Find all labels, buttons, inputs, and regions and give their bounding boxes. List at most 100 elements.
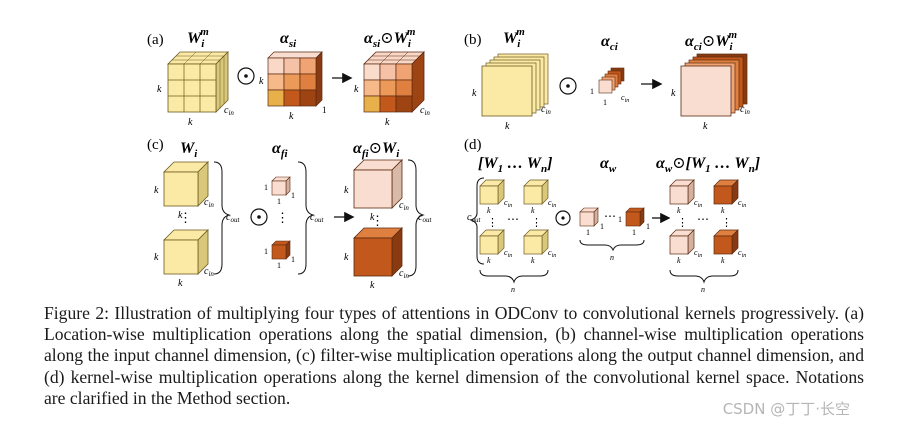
panel-c-brace-alpha bbox=[297, 161, 315, 275]
panel-d-alpha-first-one-bottom: 1 bbox=[586, 228, 590, 237]
panel-d-vdots-w-left: ⋮ bbox=[487, 217, 498, 229]
panel-b-dim-k-bottom: k bbox=[505, 121, 510, 132]
panel-c-tag: (c) bbox=[147, 137, 164, 153]
panel-a-result-label: αsi⊙Wim bbox=[364, 26, 416, 50]
panel-c-result-label: αfi⊙Wi bbox=[353, 140, 400, 160]
panel-b-result-label: αci⊙Wim bbox=[685, 29, 738, 53]
panel-b-result-dim-cin: cin bbox=[740, 104, 750, 116]
panel-c-alpha-bottom-dim-one-bottom: 1 bbox=[277, 261, 281, 270]
panel-c-dim-k-bottom-bottom: k bbox=[178, 278, 183, 289]
panel-a-w-label: Wim bbox=[187, 26, 209, 50]
panel-d-alpha-label: αw bbox=[600, 155, 617, 175]
panel-d-result-k-2: k bbox=[721, 206, 725, 215]
panel-c-dim-k-top-left: k bbox=[154, 185, 159, 196]
panel-c-result-cube-bottom bbox=[353, 227, 403, 277]
panel-a-kernel-cube bbox=[167, 51, 229, 113]
panel-d-n-result: n bbox=[701, 285, 705, 294]
panel-d-cin-1: cin bbox=[504, 198, 512, 209]
panel-d-hdots-alpha: ⋯ bbox=[604, 209, 616, 223]
panel-d-result-k-4: k bbox=[721, 256, 725, 265]
panel-d-result-cube-2 bbox=[713, 179, 739, 205]
panel-b-alpha-dim-one-bottom: 1 bbox=[603, 98, 607, 107]
panel-b-w-label: Wim bbox=[503, 26, 525, 50]
panel-d-brace-n-w bbox=[479, 269, 549, 284]
panel-d-kernel-cube-4 bbox=[523, 229, 549, 255]
panel-d-result-cin-4: cin bbox=[738, 248, 746, 259]
panel-c-brace-result bbox=[407, 159, 425, 277]
panel-d-k-3: k bbox=[487, 256, 491, 265]
panel-c-kernel-cube-top bbox=[163, 161, 209, 207]
panel-c-w-label: Wi bbox=[180, 140, 198, 160]
panel-a-alpha-slab bbox=[267, 51, 323, 107]
panel-a-alpha-dim-k-left: k bbox=[259, 76, 264, 87]
panel-d-kernel-cube-3 bbox=[479, 229, 505, 255]
figure-caption: Figure 2: Illustration of multiplying fo… bbox=[44, 303, 864, 408]
panel-d-result-cube-4 bbox=[713, 229, 739, 255]
panel-d-result-cube-1 bbox=[669, 179, 695, 205]
panel-c-kernel-cube-bottom bbox=[163, 229, 209, 275]
panel-a-tag: (a) bbox=[147, 32, 164, 48]
panel-b-alpha-dim-one-left: 1 bbox=[590, 87, 594, 96]
panel-c-alpha-bottom-dim-one-left: 1 bbox=[264, 247, 268, 256]
panel-c-alpha-bottom bbox=[271, 240, 291, 260]
panel-a: (a) Wim k k cin αsi bbox=[147, 26, 430, 128]
panel-d-tag: (d) bbox=[464, 137, 482, 153]
panel-d-vdots-w-right: ⋮ bbox=[531, 217, 542, 229]
panel-d-result-cin-2: cin bbox=[738, 198, 746, 209]
panel-c-dim-cout-w: cout bbox=[226, 212, 240, 224]
panel-c-dim-cout-alpha: cout bbox=[310, 212, 324, 224]
panel-d-result-cin-3: cin bbox=[694, 248, 702, 259]
panel-d-kernel-cube-1 bbox=[479, 179, 505, 205]
figure-2-illustration: (a) Wim k k cin αsi bbox=[147, 26, 760, 294]
panel-a-result-dim-cin: cin bbox=[420, 105, 430, 117]
panel-c-alpha-top-dim-one-right: 1 bbox=[291, 191, 295, 200]
panel-c-vdots-alpha: ⋮ bbox=[276, 210, 289, 225]
panel-c-result-dim-k-bottom-bottom: k bbox=[370, 280, 375, 291]
panel-d-alpha-last bbox=[625, 207, 645, 227]
panel-d-n-alpha: n bbox=[610, 253, 614, 262]
panel-b-kernel-stack bbox=[481, 53, 549, 117]
panel-c-alpha-bottom-dim-one-right: 1 bbox=[291, 255, 295, 264]
panel-a-result-cube bbox=[363, 51, 425, 113]
panel-d-alpha-first-one-right: 1 bbox=[600, 222, 604, 231]
panel-b-alpha-label: αci bbox=[601, 33, 619, 53]
panel-d-brace-left bbox=[469, 177, 485, 265]
panel-c-dim-k-bottom-left: k bbox=[154, 252, 159, 263]
watermark: CSDN @丁丁·长空 bbox=[722, 400, 850, 418]
panel-c-alpha-top bbox=[271, 176, 291, 196]
panel-b-result-dim-k-bottom: k bbox=[703, 121, 708, 132]
panel-c-result-dim-k-top-left: k bbox=[344, 185, 349, 196]
panel-c-dim-cin-top: cin bbox=[204, 197, 214, 209]
panel-c-dim-k-top-bottom: k bbox=[178, 210, 183, 221]
panel-c-dim-cout-result: cout bbox=[418, 212, 432, 224]
panel-a-dim-k-left: k bbox=[157, 84, 162, 95]
panel-b-tag: (b) bbox=[464, 32, 482, 48]
panel-a-dim-k-bottom: k bbox=[188, 117, 193, 128]
panel-a-alpha-dim-one: 1 bbox=[322, 105, 327, 115]
panel-d-result-k-3: k bbox=[677, 256, 681, 265]
panel-c-brace-w bbox=[213, 161, 231, 275]
panel-b-dim-k-left: k bbox=[472, 88, 477, 99]
panel-d-alpha-last-one-right: 1 bbox=[646, 222, 650, 231]
panel-a-dim-cin: cin bbox=[224, 105, 234, 117]
panel-b-result-dim-k-left: k bbox=[671, 88, 676, 99]
panel-d-kernel-cube-2 bbox=[523, 179, 549, 205]
panel-d-k-4: k bbox=[531, 256, 535, 265]
panel-a-result-dim-k-bottom: k bbox=[385, 117, 390, 128]
panel-d-cin-2: cin bbox=[548, 198, 556, 209]
panel-d-cin-4: cin bbox=[548, 248, 556, 259]
panel-d-dim-cout: cout bbox=[467, 212, 481, 224]
panel-d-w-label: [W1 … Wn] bbox=[478, 155, 552, 175]
panel-d-result-k-1: k bbox=[677, 206, 681, 215]
panel-d-hdots-w: ⋯ bbox=[507, 212, 519, 226]
panel-d-alpha-last-one-bottom: 1 bbox=[632, 228, 636, 237]
panel-d-result-cin-1: cin bbox=[694, 198, 702, 209]
panel-d: (d) cout [W1 … Wn] k k k k cin bbox=[464, 137, 760, 294]
panel-c-result-dim-k-bottom-left: k bbox=[344, 252, 349, 263]
panel-a-result-dim-k-left: k bbox=[354, 84, 359, 95]
panel-d-n-w: n bbox=[511, 285, 515, 294]
panel-b-result-stack bbox=[680, 53, 748, 117]
panel-d-brace-n-alpha bbox=[579, 239, 645, 252]
panel-d-brace-n-result bbox=[669, 269, 739, 284]
panel-c-result-dim-cin-top: cin bbox=[399, 200, 409, 212]
